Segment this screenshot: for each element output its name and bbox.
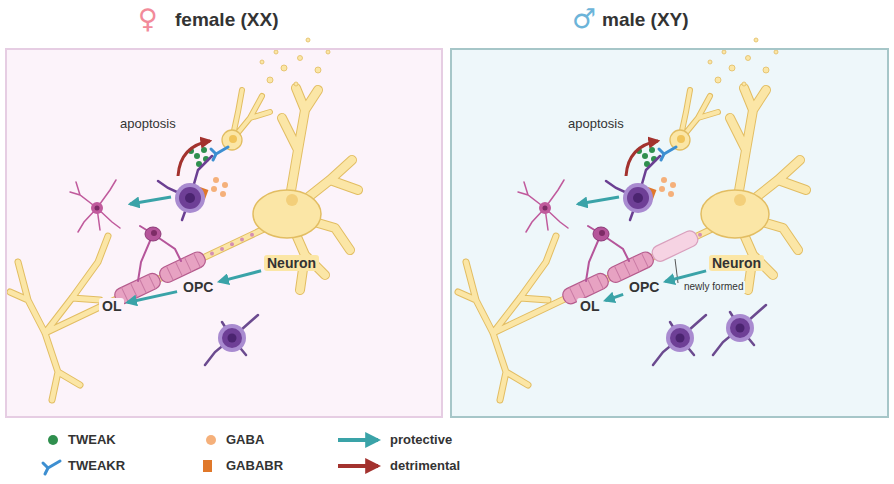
sex-symbol: ♂ <box>572 3 596 34</box>
cell-label-box: Neuron <box>264 255 319 271</box>
legend-detrimental-sample <box>338 464 378 468</box>
legend-text: TWEAKR <box>68 458 125 473</box>
female-illustration <box>10 38 358 400</box>
annotation: apoptosis <box>566 117 626 132</box>
male-illustration <box>458 38 806 400</box>
sex-symbol: ♀ <box>138 3 158 34</box>
panel-ground <box>450 48 889 418</box>
panel-heading: male (XY) <box>602 9 689 30</box>
annotation: newly formed <box>682 281 745 293</box>
legend-entry: TWEAKR <box>68 458 125 474</box>
annotation: apoptosis <box>118 117 178 132</box>
legend-entry: protective <box>390 432 452 448</box>
cell-label-box: OL <box>577 298 602 314</box>
legend-text: TWEAK <box>68 432 116 447</box>
legend-text: GABABR <box>226 458 283 473</box>
newly-formed-myelin <box>650 229 700 264</box>
legend-protective-sample <box>338 438 378 442</box>
cell-label-box: Neuron <box>709 255 764 271</box>
legend-entry: GABA <box>226 432 264 448</box>
legend-text: GABA <box>226 432 264 447</box>
protective-connector <box>665 271 706 282</box>
protective-connector <box>127 292 177 303</box>
legend-swatch <box>48 435 58 445</box>
panel: male (XY)NeuronOPCOL <box>450 48 889 418</box>
cell-label: OL <box>580 298 599 314</box>
protective-connector <box>605 294 623 300</box>
legend-entry: GABABR <box>226 458 283 474</box>
cell-label: OPC <box>629 279 659 295</box>
legend-text: protective <box>390 432 452 447</box>
panel-ground <box>5 48 443 418</box>
cell-label: Neuron <box>712 255 761 271</box>
legend-swatch <box>206 435 216 445</box>
legend-entry: TWEAK <box>68 432 116 448</box>
legend-text: detrimental <box>390 458 460 473</box>
cell-label: Neuron <box>267 255 316 271</box>
cell-label-box: OL <box>99 298 124 314</box>
cell-label-box: OPC <box>626 279 662 295</box>
legend-entry: detrimental <box>390 458 460 474</box>
cell-label: OL <box>102 298 121 314</box>
panel-heading: female (XX) <box>175 9 278 30</box>
legend-gababr-sample <box>203 460 212 472</box>
cell-label-box: OPC <box>180 279 216 295</box>
cell-label: OPC <box>183 279 213 295</box>
panel: female (XX)NeuronOPCOL <box>5 48 443 418</box>
legend-tweakr-sample <box>43 461 60 474</box>
protective-connector <box>219 271 261 282</box>
